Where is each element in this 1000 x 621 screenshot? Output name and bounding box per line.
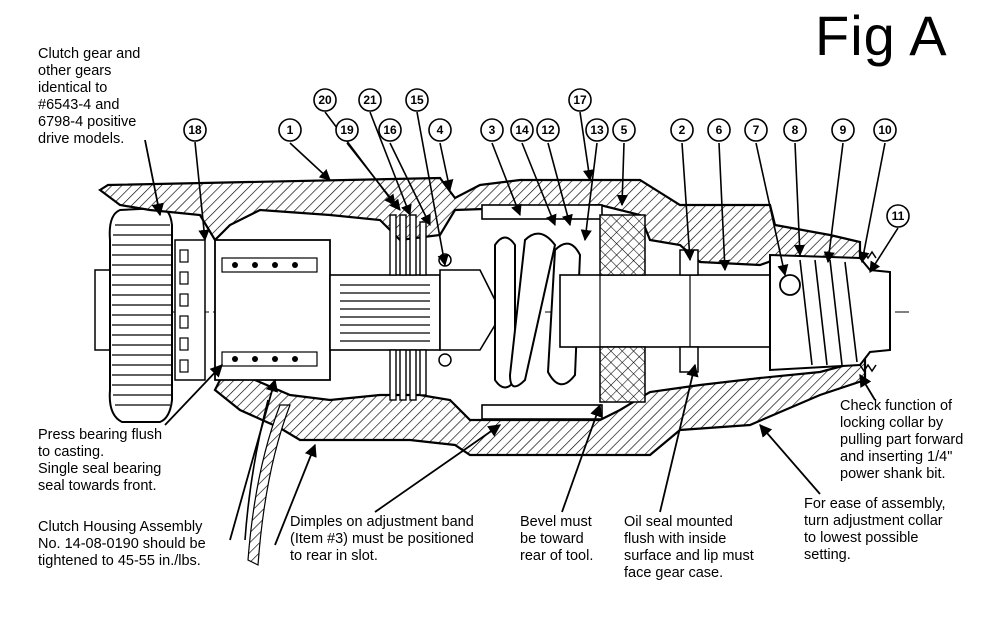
ease-assembly-note: For ease of assembly, turn adjustment co… [804, 496, 946, 563]
callout-number: 19 [340, 123, 354, 137]
callout-18: 18 [183, 118, 207, 142]
callout-circle [585, 118, 609, 142]
callout-number: 5 [621, 123, 628, 137]
callout-number: 7 [753, 123, 760, 137]
callout-circle [744, 118, 768, 142]
callout-circle [612, 118, 636, 142]
callout-circle [831, 118, 855, 142]
callout-circle [278, 118, 302, 142]
clutch-housing-leader [244, 399, 269, 541]
callout-number: 21 [363, 93, 377, 107]
callout-number: 1 [287, 123, 294, 137]
callout-3: 3 [480, 118, 504, 142]
callout-6: 6 [707, 118, 731, 142]
callout-1: 1 [278, 118, 302, 142]
press-bearing-note: Press bearing flush to casting. Single s… [38, 427, 163, 494]
callout-circle [480, 118, 504, 142]
callout-number: 6 [716, 123, 723, 137]
callout-13: 13 [585, 118, 609, 142]
callout-circle [510, 118, 534, 142]
collar-spring [799, 259, 858, 366]
callout-16: 16 [378, 118, 402, 142]
callout-circle [886, 204, 910, 228]
callout-number: 3 [489, 123, 496, 137]
callout-number: 4 [437, 123, 444, 137]
callout-8: 8 [783, 118, 807, 142]
callout-10: 10 [873, 118, 897, 142]
bearing-bottom [221, 351, 318, 367]
callout-20: 20 [313, 88, 337, 112]
callout-12: 12 [536, 118, 560, 142]
callout-circle [707, 118, 731, 142]
gear-case-bottom [599, 346, 646, 403]
clutch-gear-knurled [108, 206, 173, 423]
callout-number: 10 [878, 123, 892, 137]
dimples-note: Dimples on adjustment band (Item #3) mus… [290, 514, 474, 564]
callout-7: 7 [744, 118, 768, 142]
callout-2: 2 [670, 118, 694, 142]
callout-circle [313, 88, 337, 112]
callout-number: 15 [410, 93, 424, 107]
callout-circle [536, 118, 560, 142]
gear-case-top [599, 214, 646, 276]
adjustment-band-lower [481, 404, 603, 420]
callout-21: 21 [358, 88, 382, 112]
oil-seal-note: Oil seal mounted flush with inside surfa… [624, 514, 754, 581]
callout-number: 14 [515, 123, 529, 137]
callout-number: 8 [792, 123, 799, 137]
callout-circle [358, 88, 382, 112]
clutch-gear-note: Clutch gear and other gears identical to… [38, 46, 141, 147]
callout-number: 13 [590, 123, 604, 137]
callout-17: 17 [568, 88, 592, 112]
callout-number: 17 [573, 93, 587, 107]
callout-circle [405, 88, 429, 112]
callout-5: 5 [612, 118, 636, 142]
callout-circles: 18 1 20 19 21 16 15 4 3 14 12 17 13 5 2 6 7 8 9 10 11 [183, 88, 910, 228]
annotation-leaders [144, 139, 876, 546]
housing-top [98, 176, 862, 272]
callout-circle [378, 118, 402, 142]
clutch-ball-bottom [438, 353, 452, 367]
callout-number: 20 [318, 93, 332, 107]
clutch-washers [389, 214, 427, 401]
bevel-note: Bevel must be toward rear of tool. [520, 514, 594, 564]
callout-number: 16 [383, 123, 397, 137]
callout-number: 18 [188, 123, 202, 137]
callout-number: 2 [679, 123, 686, 137]
figure-title: Fig A [815, 4, 948, 67]
gear-18 [174, 239, 206, 381]
ball-clutch-cage [439, 269, 496, 351]
callout-circle [183, 118, 207, 142]
callout-15: 15 [405, 88, 429, 112]
adjustment-band [481, 204, 603, 220]
callout-number: 12 [541, 123, 555, 137]
locking-ball [779, 274, 801, 296]
clutch-housing-bore [214, 239, 331, 381]
locking-collar [769, 253, 891, 372]
clutch-housing-wall [247, 404, 291, 566]
callout-14: 14 [510, 118, 534, 142]
housing-bottom [213, 358, 867, 457]
callout-circle [568, 88, 592, 112]
callout-9: 9 [831, 118, 855, 142]
callout-4: 4 [428, 118, 452, 142]
callout-number: 9 [840, 123, 847, 137]
callout-number: 11 [892, 209, 905, 223]
callout-11: 11 [886, 204, 910, 228]
oil-seal-bottom [679, 346, 699, 373]
check-function-note: Check function of locking collar by pull… [840, 398, 964, 482]
callout-leaders [194, 111, 899, 277]
output-spindle [559, 274, 776, 348]
callout-circle [873, 118, 897, 142]
clutch-housing-note: Clutch Housing Assembly No. 14-08-0190 s… [38, 519, 206, 569]
callout-circle [428, 118, 452, 142]
splined-shaft [329, 274, 441, 351]
callout-circle [670, 118, 694, 142]
bearing-top [221, 257, 318, 273]
callout-19: 19 [335, 118, 359, 142]
callout-circle [335, 118, 359, 142]
callout-circle [783, 118, 807, 142]
